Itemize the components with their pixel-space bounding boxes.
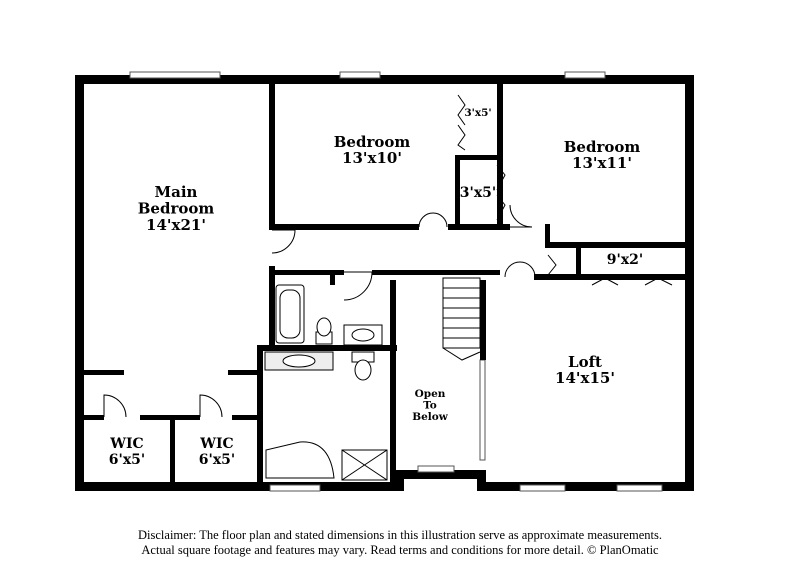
wic-1-name: WIC: [109, 436, 143, 452]
bedroom-2-name: Bedroom: [334, 133, 411, 151]
main-bedroom-dims: 14'x21': [146, 216, 206, 234]
room-label-wic-2: WIC 6'x5': [199, 436, 235, 468]
exterior-walls: [75, 75, 694, 491]
corner-tub: [265, 441, 335, 479]
disclaimer-line-2: Actual square footage and features may v…: [141, 543, 659, 557]
loft-dims: 14'x15': [555, 369, 615, 387]
doors: [103, 94, 673, 418]
room-label-bedroom-2: Bedroom 13'x10': [334, 133, 411, 167]
loft-name: Loft: [568, 353, 602, 371]
bedroom-3-dims: 13'x11': [572, 154, 632, 172]
wic-2-dims: 6'x5': [199, 452, 235, 468]
disclaimer-line-1: Disclaimer: The floor plan and stated di…: [138, 528, 662, 542]
wic-1-dims: 6'x5': [109, 452, 145, 468]
wic-2-name: WIC: [199, 436, 233, 452]
bedroom-2-dims: 13'x10': [342, 149, 402, 167]
closet-a-dims: 3'x5': [464, 107, 491, 119]
room-label-wic-1: WIC 6'x5': [109, 436, 145, 468]
bedroom-3-name: Bedroom: [564, 138, 641, 156]
interior-walls: [84, 84, 685, 491]
room-label-bedroom-3: Bedroom 13'x11': [564, 138, 641, 172]
bath-fixtures: [264, 284, 388, 481]
closet-b-dims: 3'x5': [460, 185, 496, 201]
room-label-loft: Loft 14'x15': [555, 353, 615, 387]
windows: [129, 71, 663, 492]
closet-c-dims: 9'x2': [607, 252, 643, 268]
staircase: [442, 277, 481, 361]
